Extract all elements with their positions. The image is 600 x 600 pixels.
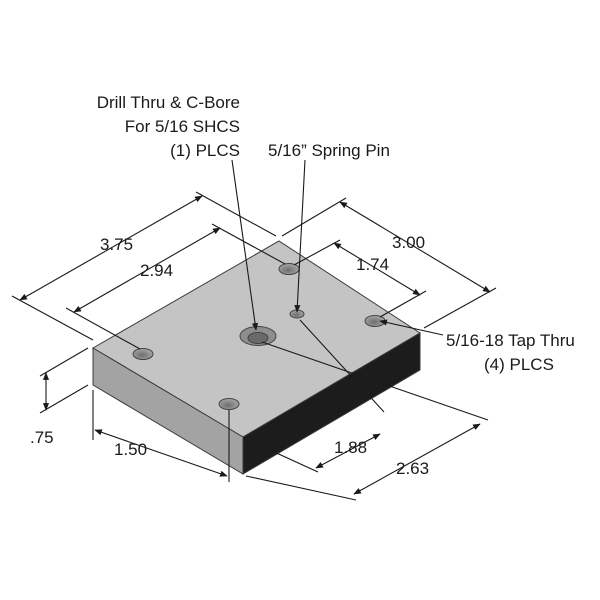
counterbore-hole-inner [247, 332, 269, 344]
dim-hole-offset-right-b [245, 341, 489, 501]
callout-cbore-line3: (1) PLCS [170, 141, 240, 160]
dim-label-thickness: .75 [30, 428, 54, 447]
tap-hole-back [278, 263, 300, 275]
dim-label-width-overall: 3.00 [392, 233, 425, 252]
callout-labels: Drill Thru & C-Bore For 5/16 SHCS (1) PL… [97, 93, 575, 374]
tap-hole-left [132, 348, 154, 360]
dimension-labels: 3.75 2.94 3.00 1.74 .75 1.50 1.88 2.63 [30, 233, 429, 478]
dim-label-hole-offset-right-b: 2.63 [396, 459, 429, 478]
callout-tap-line1: 5/16-18 Tap Thru [446, 331, 575, 350]
dim-hole-offset-front [92, 390, 230, 482]
leaders [231, 159, 444, 336]
spring-pin-leader [294, 159, 306, 313]
tap-hole-front [218, 398, 240, 410]
dim-width-hole [293, 239, 427, 318]
cbore-leader [231, 159, 259, 331]
callout-cbore-line2: For 5/16 SHCS [125, 117, 240, 136]
callout-tap-line2: (4) PLCS [484, 355, 554, 374]
dim-label-hole-offset-front: 1.50 [114, 440, 147, 459]
callout-spring-pin: 5/16” Spring Pin [268, 141, 390, 160]
dim-label-width-hole: 1.74 [356, 255, 389, 274]
plate-side-face [242, 332, 421, 475]
dim-length-hole [65, 223, 286, 350]
tap-leader [379, 319, 444, 336]
dim-thickness [39, 347, 89, 414]
dim-label-length-hole: 2.94 [140, 261, 173, 280]
dim-label-hole-offset-right-a: 1.88 [334, 438, 367, 457]
dim-label-length-overall: 3.75 [100, 235, 133, 254]
callout-cbore-line1: Drill Thru & C-Bore [97, 93, 240, 112]
